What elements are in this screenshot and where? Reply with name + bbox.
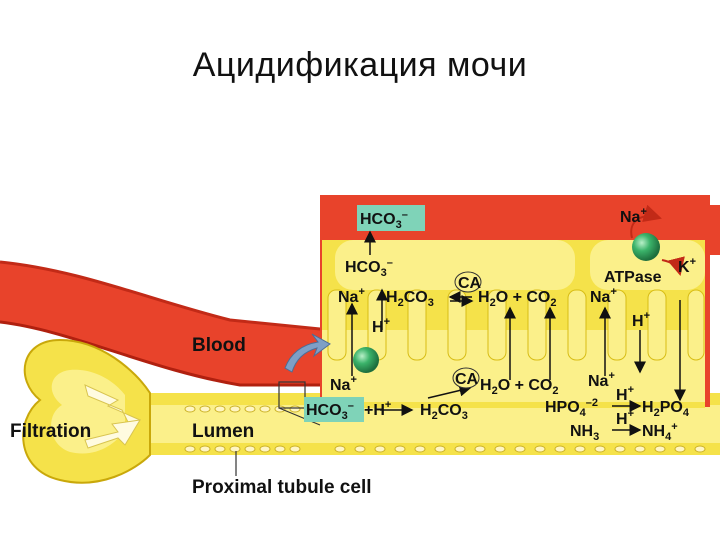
na-lower-right-label: Na <box>588 373 609 390</box>
svg-text:H2CO3: H2CO3 <box>420 402 468 422</box>
lumen-label: Lumen <box>192 421 254 442</box>
zoom-arrow <box>284 333 331 373</box>
nh3-label: NH <box>570 423 593 440</box>
svg-text:Na+: Na+ <box>590 286 617 306</box>
ca-upper-enzyme <box>454 271 482 293</box>
svg-text:+H+: +H+ <box>364 399 391 419</box>
na-atp-label: Na <box>590 289 611 306</box>
hpo4-label: HPO <box>545 399 580 416</box>
svg-text:HPO4–2: HPO4–2 <box>545 397 598 419</box>
hco3-blood-box <box>357 205 425 231</box>
pump-k-arrow <box>661 256 685 276</box>
svg-text:H+: H+ <box>632 310 650 330</box>
nak-atpase-pump <box>632 233 660 261</box>
blood-label: Blood <box>192 335 246 356</box>
h2o-co2-upper-label: H <box>478 289 490 306</box>
h-nh3-label: H <box>616 411 628 428</box>
svg-text:H2PO4: H2PO4 <box>642 399 690 419</box>
svg-text:H2O + CO2: H2O + CO2 <box>480 377 559 397</box>
svg-text:K+: K+ <box>678 256 696 276</box>
svg-text:HCO3–: HCO3– <box>306 400 354 422</box>
h2o-co2-lower-label: H <box>480 377 492 394</box>
svg-text:HCO3–: HCO3– <box>360 209 408 231</box>
hco3-lumen-label: HCO <box>306 402 342 419</box>
hco3-cell-label: HCO <box>345 259 381 276</box>
slide-title: Ацидификация мочи <box>192 46 528 84</box>
ca-lower-enzyme <box>452 367 480 389</box>
reaction-arrows <box>346 230 686 436</box>
ca-lower-label: CA <box>455 371 479 388</box>
plus-h-label: +H <box>364 402 385 419</box>
svg-text:NH3: NH3 <box>570 423 599 443</box>
na-h-exchanger <box>353 347 379 373</box>
h2po4-label: H <box>642 399 654 416</box>
hco3-lumen-box <box>304 397 364 422</box>
na-blood-label: Na <box>620 209 641 226</box>
svg-text:H2CO3: H2CO3 <box>386 289 434 309</box>
svg-text:H+: H+ <box>616 408 634 428</box>
bowman-capsule <box>22 338 151 484</box>
pump-arc-arrow <box>630 204 662 239</box>
nh4-label: NH <box>642 423 665 440</box>
filtration-arrows <box>84 384 142 449</box>
svg-text:H2O + CO2: H2O + CO2 <box>478 289 557 309</box>
zoom-box <box>278 381 306 409</box>
bead-row <box>184 405 706 453</box>
h2co3-upper-label: H <box>386 289 398 306</box>
na-upper-label: Na <box>338 289 359 306</box>
ca-upper-label: CA <box>458 275 482 292</box>
zoom-line <box>278 407 321 426</box>
svg-text:NH4+: NH4+ <box>642 421 678 443</box>
svg-text:Na+: Na+ <box>330 374 357 394</box>
na-lower-label: Na <box>330 377 351 394</box>
hco3-blood-label: HCO <box>360 211 396 228</box>
svg-text:Na+: Na+ <box>620 206 647 226</box>
svg-text:H+: H+ <box>616 384 634 404</box>
filtration-label: Filtration <box>10 421 91 442</box>
k-label: K <box>678 259 690 276</box>
h-right-label: H <box>632 313 644 330</box>
svg-text:HCO3–: HCO3– <box>345 257 393 279</box>
svg-text:Na+: Na+ <box>588 370 615 390</box>
svg-text:Na+: Na+ <box>338 286 365 306</box>
svg-text:H+: H+ <box>372 316 390 336</box>
h-upper-label: H <box>372 319 384 336</box>
h2co3-lower-label: H <box>420 402 432 419</box>
proximal-label: Proximal tubule cell <box>192 477 372 498</box>
h-hpo4-label: H <box>616 387 628 404</box>
atpase-label: ATPase <box>604 269 662 286</box>
